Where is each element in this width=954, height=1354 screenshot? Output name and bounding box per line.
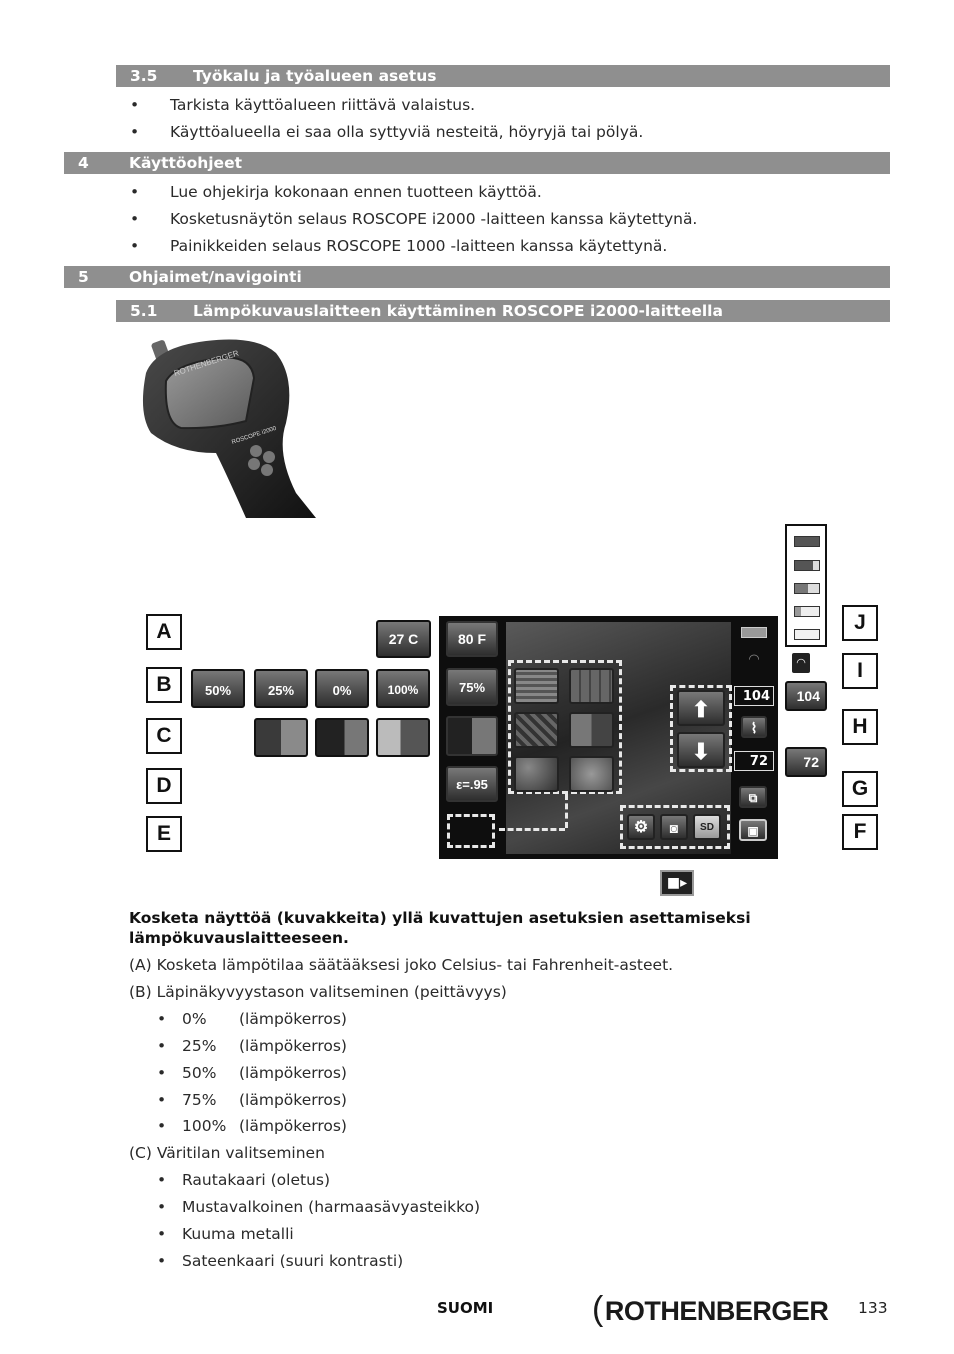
section-header-4: 4 Käyttöohjeet bbox=[64, 152, 890, 174]
thermometer-icon[interactable]: ⌇ bbox=[741, 716, 767, 738]
material-button[interactable] bbox=[569, 668, 614, 704]
temp-high-readout: 104 bbox=[734, 686, 774, 706]
settings-gear-icon[interactable]: ⚙ bbox=[627, 814, 655, 840]
opacity-100-button[interactable]: 100% bbox=[376, 669, 430, 708]
label-a: A bbox=[146, 614, 182, 650]
label-i: I bbox=[842, 653, 878, 689]
wifi-icon: ◠ bbox=[748, 652, 760, 667]
section-title: Lämpökuvauslaitteen käyttäminen ROSCOPE … bbox=[193, 302, 723, 320]
temp-fahrenheit-button[interactable]: 80 F bbox=[446, 621, 498, 657]
section-header-3-5: 3.5 Työkalu ja työalueen asetus bbox=[116, 65, 890, 87]
list-item: • Mustavalkoinen (harmaasävyasteikko) bbox=[157, 1198, 481, 1216]
alarm-high-value[interactable]: 104 bbox=[785, 681, 827, 711]
instruction-b: (B) Läpinäkyvyystason valitseminen (peit… bbox=[129, 983, 507, 1001]
material-button[interactable] bbox=[514, 712, 559, 748]
label-h: H bbox=[842, 709, 878, 745]
color-mode-button[interactable] bbox=[254, 718, 308, 757]
battery-levels bbox=[785, 524, 827, 647]
connector-line bbox=[499, 828, 565, 831]
label-f: F bbox=[842, 814, 878, 850]
temp-low-readout: 72 bbox=[734, 751, 774, 771]
list-item: • Rautakaari (oletus) bbox=[157, 1171, 331, 1189]
opacity-0-button[interactable]: 0% bbox=[315, 669, 369, 708]
material-button[interactable] bbox=[514, 668, 559, 704]
color-mode-button[interactable] bbox=[315, 718, 369, 757]
opacity-25-button[interactable]: 25% bbox=[254, 669, 308, 708]
section-header-5: 5 Ohjaimet/navigointi bbox=[64, 266, 890, 288]
battery-icon-full bbox=[794, 536, 820, 547]
label-c: C bbox=[146, 718, 182, 754]
device-screen: 80 F 75% ε=.95 ⬆ ⬇ ⚙ ◙ SD ◠ 104 ⌇ 72 ⧉ ▣ bbox=[439, 616, 778, 859]
list-item: • 75%(lämpökerros) bbox=[157, 1091, 347, 1109]
label-g: G bbox=[842, 771, 878, 807]
battery-icon-high bbox=[794, 560, 820, 571]
color-mode-current-button[interactable] bbox=[446, 716, 498, 756]
battery-icon bbox=[741, 627, 767, 638]
alarm-adjust-group bbox=[670, 685, 732, 772]
intro-text-cont: lämpökuvauslaitteeseen. bbox=[129, 929, 349, 947]
overlay-toggle-icon[interactable]: ⧉ bbox=[739, 786, 767, 808]
empty-slot bbox=[447, 814, 495, 848]
camera-icon[interactable]: ◙ bbox=[660, 814, 688, 840]
material-button[interactable] bbox=[514, 756, 559, 792]
list-item: • 100%(lämpökerros) bbox=[157, 1117, 347, 1135]
list-item: • 25%(lämpökerros) bbox=[157, 1037, 347, 1055]
label-e: E bbox=[146, 816, 182, 852]
intro-text: Kosketa näyttöä (kuvakkeita) yllä kuvatt… bbox=[129, 909, 751, 927]
section-number: 5 bbox=[78, 268, 89, 286]
emissivity-button[interactable]: ε=.95 bbox=[446, 766, 498, 802]
color-mode-button[interactable] bbox=[376, 718, 430, 757]
instruction-a: (A) Kosketa lämpötilaa säätääksesi joko … bbox=[129, 956, 674, 974]
section-number: 5.1 bbox=[130, 302, 158, 320]
section-number: 4 bbox=[78, 154, 89, 172]
device-photo: ROTHENBERGER ROSCOPE i2000 bbox=[142, 339, 316, 518]
section-header-5-1: 5.1 Lämpökuvauslaitteen käyttäminen ROSC… bbox=[116, 300, 890, 322]
battery-icon-empty bbox=[794, 629, 820, 640]
label-j: J bbox=[842, 605, 878, 641]
opacity-current-button[interactable]: 75% bbox=[446, 668, 498, 706]
instruction-c: (C) Väritilan valitseminen bbox=[129, 1144, 325, 1162]
bottom-toolbar bbox=[620, 805, 730, 849]
page-number: 133 bbox=[858, 1299, 888, 1317]
label-d: D bbox=[146, 768, 182, 804]
opacity-50-button[interactable]: 50% bbox=[191, 669, 245, 708]
material-button[interactable] bbox=[569, 712, 614, 748]
arrow-up-button[interactable]: ⬆ bbox=[677, 690, 725, 726]
battery-icon-low bbox=[794, 606, 820, 617]
section-title: Työkalu ja työalueen asetus bbox=[193, 67, 437, 85]
temp-celsius-button[interactable]: 27 C bbox=[376, 620, 431, 658]
menu-icon[interactable]: ▣ bbox=[739, 819, 767, 841]
section-title: Käyttöohjeet bbox=[129, 154, 242, 172]
section-title: Ohjaimet/navigointi bbox=[129, 268, 302, 286]
list-item: • Kuuma metalli bbox=[157, 1225, 294, 1243]
label-b: B bbox=[146, 667, 182, 703]
material-button[interactable] bbox=[569, 756, 614, 792]
battery-icon-mid bbox=[794, 583, 820, 594]
footer-language: SUOMI bbox=[437, 1299, 494, 1317]
section-number: 3.5 bbox=[130, 67, 158, 85]
list-item: • Sateenkaari (suuri kontrasti) bbox=[157, 1252, 404, 1270]
rothenberger-logo: (ROTHENBERGER bbox=[592, 1290, 829, 1328]
wifi-signal-icon: ◠ bbox=[792, 653, 810, 673]
alarm-low-value[interactable]: 72 bbox=[785, 747, 827, 777]
sd-card-icon[interactable]: SD bbox=[693, 814, 721, 840]
connector-line bbox=[565, 794, 568, 828]
video-camera-icon: ■▸ bbox=[660, 870, 694, 896]
arrow-down-button[interactable]: ⬇ bbox=[677, 732, 725, 768]
list-item: • 50%(lämpökerros) bbox=[157, 1064, 347, 1082]
list-item: • 0%(lämpökerros) bbox=[157, 1010, 347, 1028]
